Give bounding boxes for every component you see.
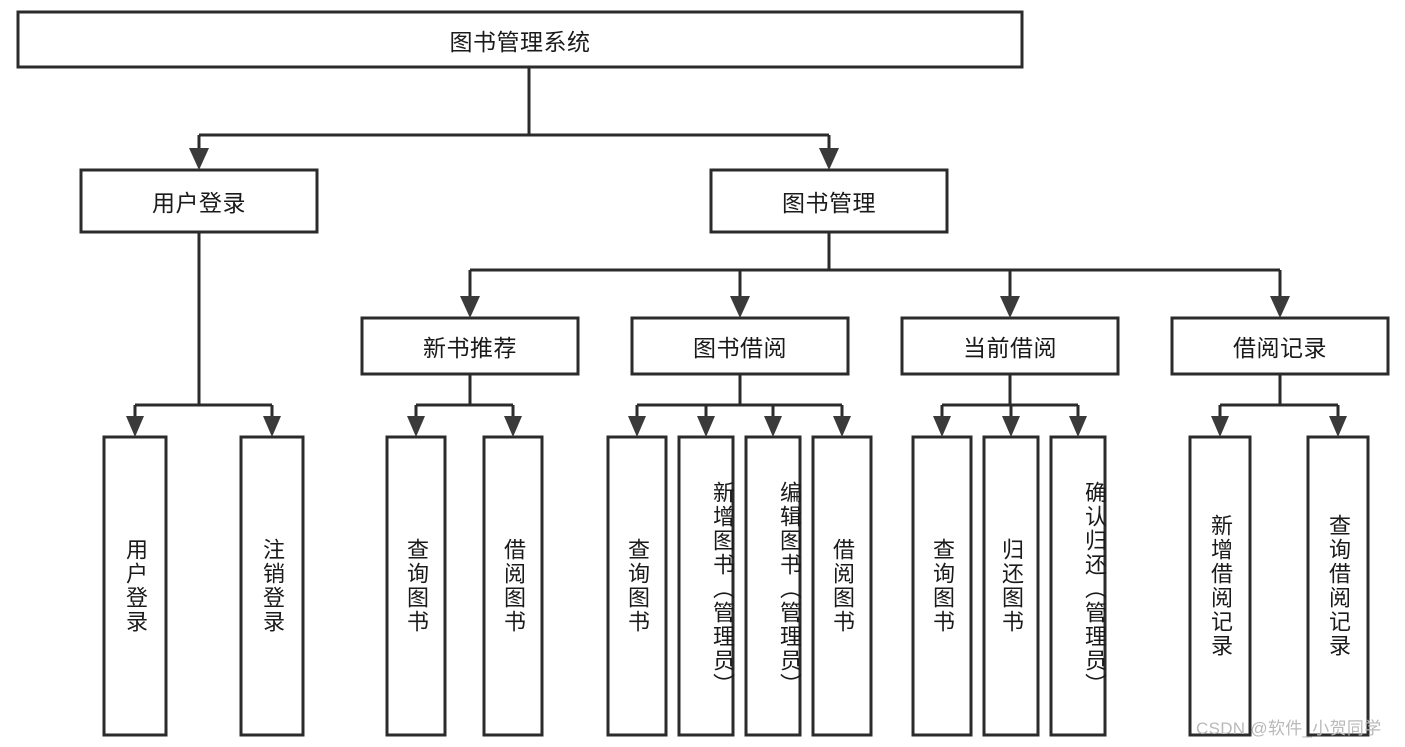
csdn-watermark: CSDN @软件_小贺同学: [1196, 719, 1382, 738]
arrowhead-leaf-query-borrow-record: [1329, 416, 1347, 437]
node-box-leaf-add-book-admin[interactable]: [677, 435, 735, 737]
node-box-leaf-query-books-recommend[interactable]: [385, 435, 447, 737]
arrowhead-book-borrow: [730, 296, 750, 318]
arrowhead-leaf-user-login: [126, 416, 144, 437]
arrowhead-book-management: [819, 148, 839, 170]
arrowhead-new-book-recommend: [460, 296, 480, 318]
connector-new-book-recommend-bus: [414, 374, 515, 420]
node-box-current-borrow[interactable]: [900, 316, 1120, 376]
node-box-leaf-user-login[interactable]: [102, 435, 168, 737]
connector-borrow-records-bus: [1218, 374, 1340, 420]
node-box-leaf-confirm-return-admin[interactable]: [1049, 435, 1107, 737]
arrowhead-leaf-add-borrow-record: [1211, 416, 1229, 437]
node-box-root[interactable]: [16, 10, 1024, 69]
arrowhead-borrow-records: [1270, 296, 1290, 318]
node-box-book-management[interactable]: [709, 168, 949, 234]
node-box-leaf-query-books-current[interactable]: [911, 435, 973, 737]
connector-user-login-bus: [133, 232, 274, 420]
arrowhead-leaf-confirm-return-admin: [1069, 416, 1087, 437]
arrowhead-leaf-query-books-current: [933, 416, 951, 437]
node-box-leaf-borrow-books-recommend[interactable]: [482, 435, 544, 737]
connector-book-management-bus: [468, 232, 1282, 300]
arrowhead-leaf-query-books-borrow: [628, 416, 646, 437]
node-box-leaf-borrow-books[interactable]: [811, 435, 873, 737]
arrowhead-leaf-query-books-recommend: [407, 416, 425, 437]
node-box-leaf-add-borrow-record[interactable]: [1188, 435, 1252, 737]
node-box-leaf-query-books-borrow[interactable]: [606, 435, 668, 737]
node-box-leaf-return-books[interactable]: [982, 435, 1040, 737]
arrowhead-leaf-add-book-admin: [697, 416, 715, 437]
node-box-borrow-records[interactable]: [1170, 316, 1390, 376]
arrowhead-leaf-logout: [263, 416, 281, 437]
node-box-leaf-edit-book-admin[interactable]: [744, 435, 802, 737]
arrowhead-leaf-borrow-books: [833, 416, 851, 437]
arrowhead-user-login: [189, 148, 209, 170]
node-box-leaf-query-borrow-record[interactable]: [1306, 435, 1370, 737]
node-box-book-borrow[interactable]: [630, 316, 850, 376]
arrowhead-leaf-edit-book-admin: [764, 416, 782, 437]
node-box-user-login[interactable]: [79, 168, 319, 234]
arrowhead-current-borrow: [1000, 296, 1020, 318]
arrowhead-leaf-return-books: [1002, 416, 1020, 437]
node-box-new-book-recommend[interactable]: [360, 316, 580, 376]
connector-current-borrow-bus: [940, 374, 1080, 420]
connector-root-bus: [197, 67, 831, 152]
arrowhead-leaf-borrow-books-recommend: [504, 416, 522, 437]
connector-book-borrow-bus: [635, 374, 844, 420]
node-box-leaf-logout[interactable]: [239, 435, 305, 737]
